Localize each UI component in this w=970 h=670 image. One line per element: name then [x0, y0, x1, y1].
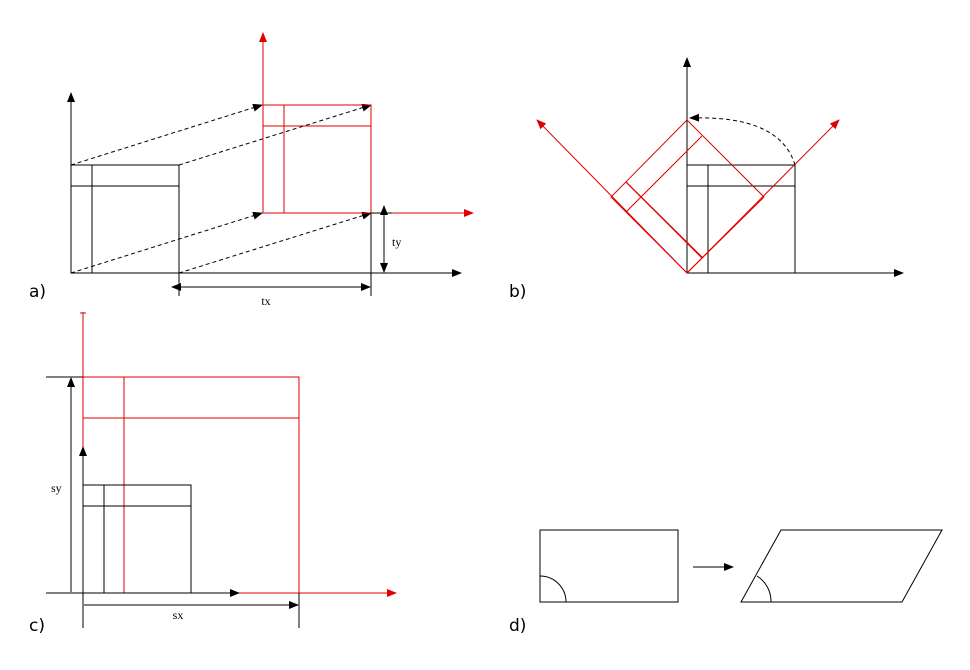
- panel-b-label: b): [509, 282, 526, 302]
- panel-c-label: c): [29, 616, 45, 636]
- panel-b-rotation: b): [509, 57, 904, 302]
- panel-a-translate-arrow: [178, 211, 372, 274]
- panel-a-original-rect: [70, 164, 180, 274]
- panel-c-sy-label: sy: [51, 481, 62, 495]
- panel-d-label: d): [509, 616, 526, 636]
- panel-b-original-rect: [686, 164, 796, 274]
- panel-a-tx-label: tx: [261, 294, 270, 308]
- panel-b-rotation-arc: [689, 113, 796, 166]
- panel-c-scaling: sy sx c): [29, 312, 397, 636]
- panel-a-translate-arrow: [178, 103, 372, 166]
- panel-a-translation: tx ty a): [29, 32, 474, 308]
- panel-d-right-angle-arc: [539, 575, 567, 603]
- panel-c-original-rect: [82, 484, 192, 594]
- panel-d-shear-angle-arc: [756, 575, 772, 603]
- panel-a-ty-label: ty: [392, 235, 401, 249]
- panel-d-sheared-parallelogram: [740, 529, 943, 603]
- panel-a-label: a): [29, 282, 46, 302]
- panel-c-sx-label: sx: [173, 608, 184, 622]
- panel-a-translate-arrow: [70, 211, 263, 274]
- panel-d-shear: d): [509, 529, 943, 636]
- panel-a-translate-arrow: [70, 103, 263, 166]
- panel-b-rotated-rect: [610, 119, 765, 274]
- panel-d-original-rect: [539, 529, 679, 603]
- panel-a-translated-rect: [262, 104, 372, 214]
